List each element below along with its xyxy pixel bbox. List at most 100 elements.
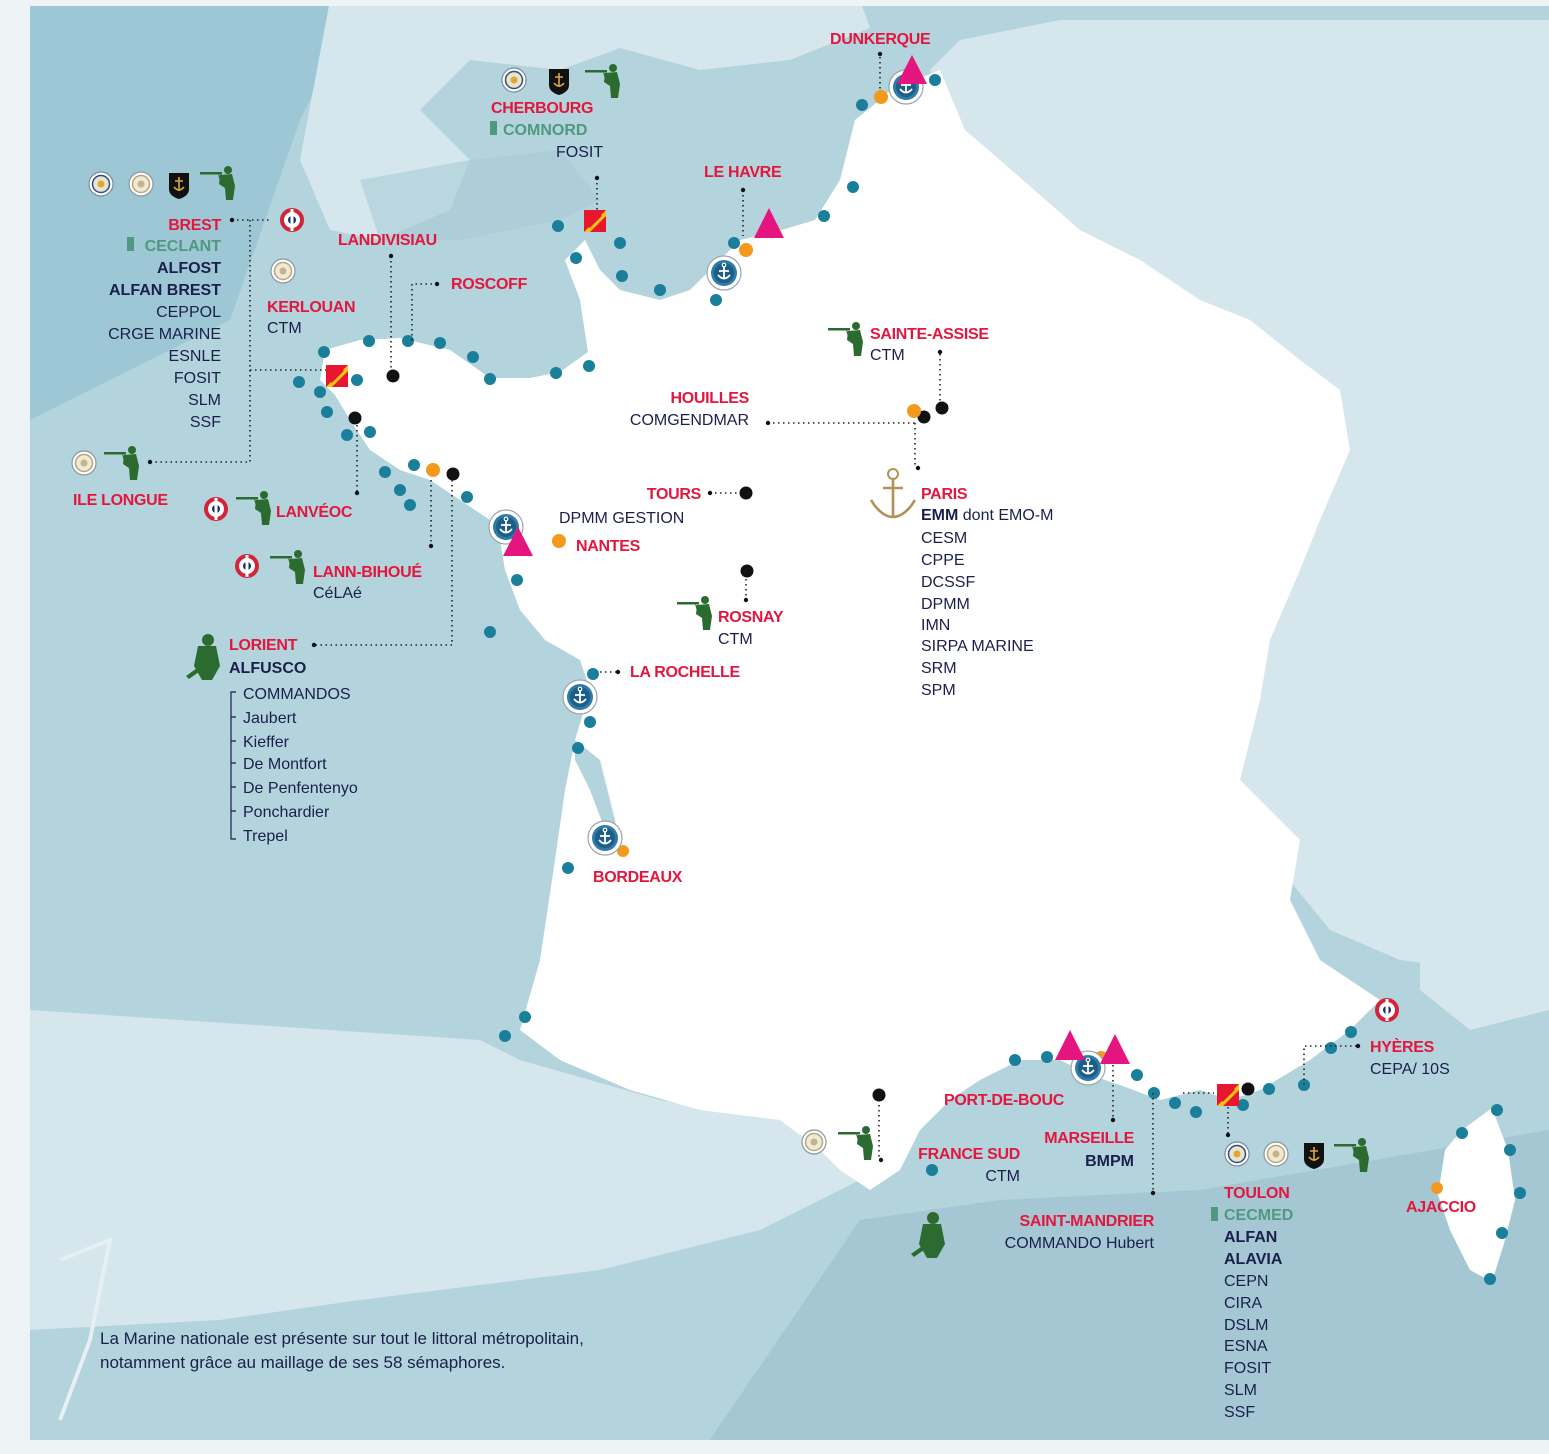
river-decoration [58,1236,113,1421]
seal-icon [71,450,97,476]
label-commando-unit: Trepel [243,828,288,845]
label-brest-unit: CEPPOL [156,304,221,321]
label-commando-unit: Kieffer [243,734,290,751]
label-comgendmar: COMGENDMAR [630,412,749,429]
commandos-bracket [230,691,236,840]
label-roscoff: ROSCOFF [451,276,528,293]
label-tours: TOURS [647,486,702,503]
label-ceclant: CECLANT [145,238,222,255]
label-paris-unit: SIRPA MARINE [921,638,1034,655]
label-paris: PARIS [921,486,968,503]
label-commandos: COMMANDOS [243,686,351,703]
label-lann-bihoue: LANN-BIHOUÉ [313,562,422,581]
label-toulon-unit: DSLM [1224,1317,1268,1334]
label-sainte-assise-ctm: CTM [870,347,905,364]
caption-line-2: notamment grâce au maillage de ses 58 sé… [100,1353,505,1372]
shield-anchor-icon [1303,1142,1325,1170]
label-paris-unit: SPM [921,682,956,699]
label-comnord: COMNORD [503,122,587,139]
label-paris-unit: CESM [921,530,967,547]
label-dpmm-gestion: DPMM GESTION [559,510,684,527]
cecmed-marker [1211,1207,1218,1221]
seal-icon [1224,1141,1250,1167]
label-port-de-bouc: PORT-DE-BOUC [944,1092,1065,1109]
label-landivisiau: LANDIVISIAU [338,232,437,249]
white-border-strip-top [0,0,1549,6]
label-paris-unit: DPMM [921,596,970,613]
label-alfan: ALFAN [1224,1229,1277,1246]
label-toulon-unit: SLM [1224,1382,1257,1399]
white-border-strip-left [0,0,30,1454]
label-toulon: TOULON [1224,1185,1289,1202]
label-alfost: ALFOST [157,260,221,277]
label-bmpm: BMPM [1085,1153,1134,1170]
comnord-marker [490,121,497,135]
label-brest-unit: ESNLE [169,348,221,365]
label-brest-unit: SLM [188,392,221,409]
leader-lines [150,57,1358,1193]
label-brest-unit: SSF [190,414,221,431]
label-toulon-unit: ESNA [1224,1338,1268,1355]
label-alavia: ALAVIA [1224,1251,1283,1268]
roundel-icon [280,208,304,232]
label-nantes: NANTES [576,538,641,555]
label-france-sud: FRANCE SUD [918,1146,1020,1163]
label-hyeres: HYÈRES [1370,1037,1435,1056]
italy-landmass [1420,900,1549,1030]
seal-icon [270,258,296,284]
label-paris-unit: CPPE [921,552,965,569]
label-cecmed: CECMED [1224,1207,1293,1224]
label-alfan-brest: ALFAN BREST [109,282,221,299]
seal-icon [88,171,114,197]
label-cherbourg: CHERBOURG [491,100,593,117]
label-toulon-unit: CIRA [1224,1295,1263,1312]
pink-triangle-markers [503,55,1130,1064]
seal-icon [128,171,154,197]
label-le-havre: LE HAVRE [704,164,782,181]
label-dunkerque: DUNKERQUE [830,31,931,48]
label-ajaccio: AJACCIO [1406,1199,1476,1216]
label-ile-longue: ILE LONGUE [73,492,168,509]
roundel-icon [204,497,228,521]
label-commando-unit: Jaubert [243,710,297,727]
label-toulon-unit: SSF [1224,1404,1255,1421]
roundel-icon [235,554,259,578]
label-commando-unit: Ponchardier [243,804,330,821]
label-toulon-unit: FOSIT [1224,1360,1271,1377]
seal-icon [501,67,527,93]
label-lanveoc: LANVÉOC [276,502,353,521]
corsica [1438,1108,1515,1282]
label-houilles: HOUILLES [671,390,750,407]
france-mainland [320,70,1380,1190]
label-lorient: LORIENT [229,637,298,654]
roundel-icon [1375,998,1399,1022]
label-paris-unit: IMN [921,617,950,634]
spain-landmass [30,1010,860,1330]
label-brest-unit: CRGE MARINE [108,326,221,343]
label-brest-unit: FOSIT [174,370,221,387]
label-celae: CéLAé [313,585,362,602]
label-commando-hubert: COMMANDO Hubert [1005,1235,1155,1252]
label-rosnay: ROSNAY [718,609,784,626]
label-kerlouan-ctm: CTM [267,320,302,337]
map-labels: DUNKERQUE CHERBOURG COMNORD FOSIT LE HAV… [73,31,1476,1421]
installation-black-dots [147,51,1361,1196]
label-commando-unit: De Montfort [243,756,327,773]
label-sainte-assise: SAINTE-ASSISE [870,326,989,343]
label-toulon-unit: CEPN [1224,1273,1268,1290]
label-marseille: MARSEILLE [1044,1130,1134,1147]
uk-south-coast-sea [360,150,600,240]
label-la-rochelle: LA ROCHELLE [630,664,741,681]
label-saint-mandrier: SAINT-MANDRIER [1020,1213,1155,1230]
seal-icon [801,1129,827,1155]
label-alfusco: ALFUSCO [229,660,306,677]
caption-line-1: La Marine nationale est présente sur tou… [100,1329,584,1348]
label-bordeaux: BORDEAUX [593,869,683,886]
ceclant-marker [127,237,134,251]
shield-anchor-icon [548,68,570,96]
label-paris-unit: SRM [921,660,957,677]
label-paris-unit: DCSSF [921,574,975,591]
label-france-sud-ctm: CTM [985,1168,1020,1185]
label-cherbourg-fosit: FOSIT [556,144,603,161]
paris-anchor-icon [869,468,917,519]
